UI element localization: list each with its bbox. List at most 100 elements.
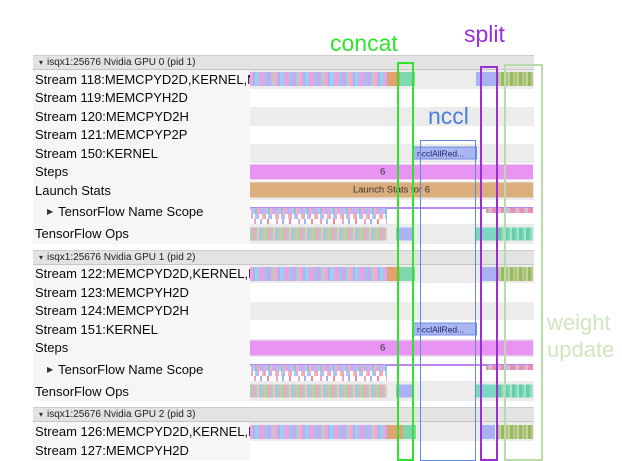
row-label-text: Stream 119:MEMCPYH2D <box>35 90 188 106</box>
row-label-tensorflow-ops[interactable]: TensorFlow Ops <box>33 381 252 401</box>
collapse-icon[interactable]: ▾ <box>39 58 44 67</box>
step-number: 6 <box>380 342 386 354</box>
orange-event-segment[interactable] <box>387 266 400 281</box>
ops-concat-segment[interactable] <box>396 227 413 240</box>
row-label-text: TensorFlow Ops <box>35 383 129 399</box>
row-label-stream-118[interactable]: Stream 118:MEMCPYD2D,KERNEL,ME <box>33 70 252 89</box>
name-scope-span-line[interactable] <box>250 364 533 366</box>
row-label-stream-123[interactable]: Stream 123:MEMCPYH2D <box>33 283 252 302</box>
split-event-segment[interactable] <box>480 424 495 439</box>
timeline-row: Stream 124:MEMCPYD2H <box>0 301 622 320</box>
row-label-stream-124[interactable]: Stream 124:MEMCPYD2H <box>33 301 252 320</box>
section-header-gpu1[interactable]: ▾ isqx1:25676 Nvidia GPU 1 (pid 2) <box>33 249 534 265</box>
row-label-name-scope[interactable]: ▶ TensorFlow Name Scope <box>33 199 252 224</box>
row-track <box>250 357 534 381</box>
memcpy-kernel-events-segment[interactable] <box>250 424 387 439</box>
row-track <box>250 125 534 144</box>
concat-event-segment[interactable] <box>400 72 415 87</box>
ops-events-segment[interactable] <box>250 384 387 398</box>
steps-bar[interactable]: 6 <box>250 340 533 356</box>
timeline-row: Stream 120:MEMCPYD2H <box>0 107 622 126</box>
row-label-stream-121[interactable]: Stream 121:MEMCPYP2P <box>33 125 252 144</box>
timeline-row: Stream 126:MEMCPYD2D,KERNEL,MI <box>0 422 622 441</box>
ops-concat-segment[interactable] <box>396 384 413 398</box>
row-track <box>250 88 534 107</box>
row-track <box>250 223 534 244</box>
memcpy-kernel-events-segment[interactable] <box>250 266 387 281</box>
row-track <box>250 422 534 441</box>
weight-update-events-segment[interactable] <box>497 424 533 439</box>
row-label-text: TensorFlow Name Scope <box>58 361 204 377</box>
ops-split-segment[interactable] <box>476 227 494 240</box>
timeline-row: Steps 6 <box>0 162 622 181</box>
row-label-text: Steps <box>35 340 69 356</box>
section-header-label: isqx1:25676 Nvidia GPU 1 (pid 2) <box>47 251 196 263</box>
section-header-gpu2[interactable]: ▾ isqx1:25676 Nvidia GPU 2 (pid 3) <box>33 407 534 422</box>
split-event-segment[interactable] <box>480 266 497 281</box>
name-scope-events-right[interactable] <box>486 365 533 370</box>
name-scope-events[interactable] <box>251 207 387 224</box>
timeline-row: Launch Stats Launch Stats for 6 <box>0 181 622 200</box>
row-track: ncclAllRed... <box>250 320 534 339</box>
section-gpu0: ▾ isqx1:25676 Nvidia GPU 0 (pid 1) Strea… <box>0 55 622 244</box>
row-label-stream-120[interactable]: Stream 120:MEMCPYD2H <box>33 107 252 126</box>
concat-event-segment[interactable] <box>400 266 415 281</box>
ops-weight-update-segment[interactable] <box>494 384 533 398</box>
steps-bar[interactable]: 6 <box>250 164 533 180</box>
orange-event-segment[interactable] <box>387 72 400 87</box>
orange-event-segment[interactable] <box>387 424 403 439</box>
launch-stats-bar[interactable]: Launch Stats for 6 <box>250 182 533 198</box>
row-track: Launch Stats for 6 <box>250 181 534 200</box>
name-scope-span-line[interactable] <box>250 206 533 209</box>
row-label-stream-126[interactable]: Stream 126:MEMCPYD2D,KERNEL,MI <box>33 422 252 441</box>
nccl-allreduce-event[interactable]: ncclAllRed... <box>413 322 477 336</box>
weight-update-events-segment[interactable] <box>497 266 533 281</box>
name-scope-events-right[interactable] <box>486 207 533 213</box>
weight-update-events-segment[interactable] <box>497 72 533 87</box>
row-track <box>250 283 534 302</box>
timeline-row: TensorFlow Ops <box>0 381 622 401</box>
expand-icon[interactable]: ▶ <box>47 364 54 374</box>
row-label-text: Stream 122:MEMCPYD2D,KERNEL,MI <box>35 266 252 282</box>
timeline-row: ▶ TensorFlow Name Scope <box>0 357 622 381</box>
row-label-text: Stream 121:MEMCPYP2P <box>35 127 188 143</box>
row-label-steps[interactable]: Steps <box>33 162 252 181</box>
concat-event-segment[interactable] <box>403 424 416 439</box>
row-track <box>250 199 534 224</box>
row-label-tensorflow-ops[interactable]: TensorFlow Ops <box>33 223 252 244</box>
row-track <box>250 381 534 401</box>
concat-annotation-label: concat <box>330 30 398 56</box>
ops-events-segment[interactable] <box>250 227 387 240</box>
row-label-text: Stream 118:MEMCPYD2D,KERNEL,ME <box>35 71 252 87</box>
row-label-steps[interactable]: Steps <box>33 338 252 357</box>
row-label-text: Launch Stats <box>35 182 111 198</box>
nccl-allreduce-event[interactable]: ncclAllRed... <box>413 146 477 160</box>
row-label-launch-stats[interactable]: Launch Stats <box>33 181 252 200</box>
row-label-text: Stream 126:MEMCPYD2D,KERNEL,MI <box>35 424 252 439</box>
split-annotation-label: split <box>464 21 505 47</box>
row-label-stream-127[interactable]: Stream 127:MEMCPYH2D <box>33 441 252 460</box>
split-event-segment[interactable] <box>476 72 497 87</box>
collapse-icon[interactable]: ▾ <box>39 252 44 262</box>
row-label-stream-122[interactable]: Stream 122:MEMCPYD2D,KERNEL,MI <box>33 264 252 283</box>
timeline-row: Steps 6 <box>0 338 622 357</box>
step-number: 6 <box>380 166 386 178</box>
row-label-name-scope[interactable]: ▶ TensorFlow Name Scope <box>33 357 252 381</box>
timeline-row: Stream 150:KERNEL ncclAllRed... <box>0 144 622 163</box>
row-label-stream-119[interactable]: Stream 119:MEMCPYH2D <box>33 88 252 107</box>
ops-split-segment[interactable] <box>476 384 494 398</box>
name-scope-events[interactable] <box>251 365 387 381</box>
section-header-label: isqx1:25676 Nvidia GPU 2 (pid 3) <box>47 409 196 420</box>
expand-icon[interactable]: ▶ <box>47 207 54 216</box>
ops-weight-update-segment[interactable] <box>494 227 533 240</box>
timeline-row: ▶ TensorFlow Name Scope <box>0 199 622 224</box>
timeline-row: Stream 151:KERNEL ncclAllRed... <box>0 320 622 339</box>
memcpy-kernel-events-segment[interactable] <box>250 72 387 87</box>
timeline-row: TensorFlow Ops <box>0 223 622 244</box>
collapse-icon[interactable]: ▾ <box>39 410 44 419</box>
row-label-stream-150[interactable]: Stream 150:KERNEL <box>33 144 252 163</box>
row-label-text: TensorFlow Ops <box>35 226 129 241</box>
row-label-stream-151[interactable]: Stream 151:KERNEL <box>33 320 252 339</box>
section-header-gpu0[interactable]: ▾ isqx1:25676 Nvidia GPU 0 (pid 1) <box>33 55 534 70</box>
